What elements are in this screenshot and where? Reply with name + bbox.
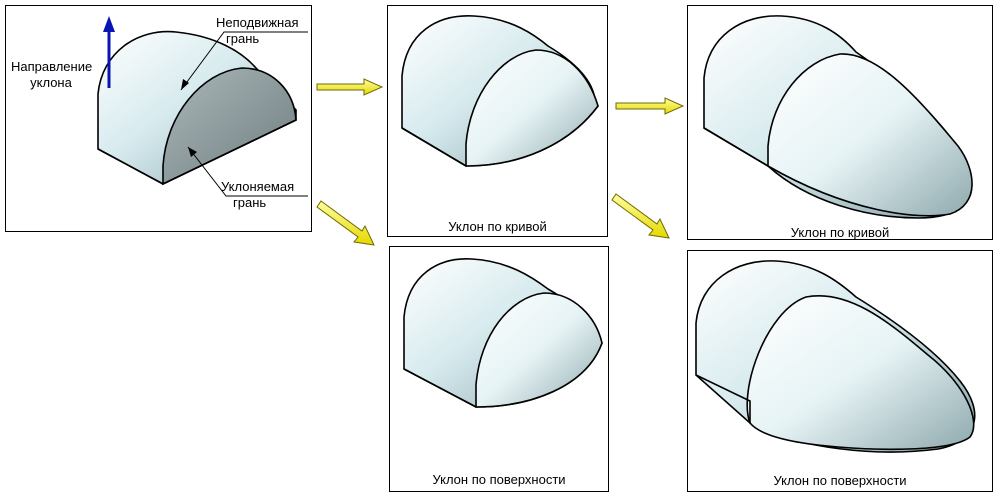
flow-arrow-to-curve-large <box>615 97 685 115</box>
curve-draft-small-drawing <box>401 15 599 167</box>
original-part-drawing <box>97 16 308 197</box>
flow-arrow-to-surface <box>316 200 375 246</box>
panel-curve-draft-small: Уклон по кривой <box>387 5 608 237</box>
draft-direction-arrow <box>103 16 115 88</box>
caption-surface-right: Уклон по поверхности <box>773 473 907 488</box>
surface-draft-small-drawing <box>403 258 603 408</box>
panel-surface-draft-large: Уклон по поверхности <box>687 250 993 492</box>
caption-curve-right: Уклон по кривой <box>790 225 890 240</box>
curve-draft-large-drawing <box>703 15 973 219</box>
panel-surface-draft-small: Уклон по поверхности <box>389 246 609 492</box>
panel-curve-draft-large: Уклон по кривой <box>687 5 993 240</box>
surface-draft-large-drawing <box>695 260 976 453</box>
flow-arrow-to-surface-large <box>611 193 670 239</box>
caption-surface-middle: Уклон по поверхности <box>432 472 566 487</box>
caption-curve-top: Уклон по кривой <box>448 219 547 234</box>
flow-arrow-to-curve <box>316 78 384 96</box>
